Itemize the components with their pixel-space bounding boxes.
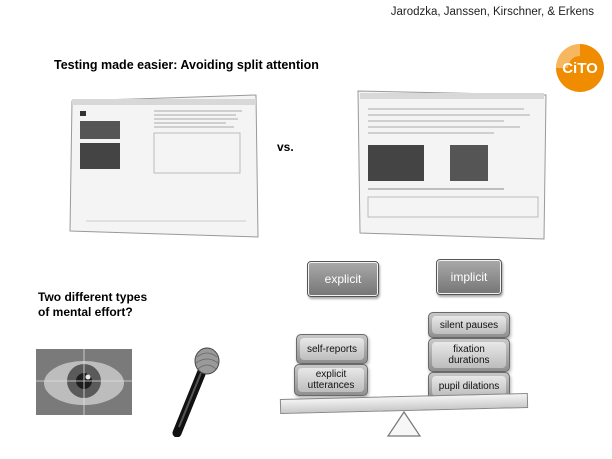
fixation-durations-box: fixation durations xyxy=(428,338,510,372)
implicit-category: implicit xyxy=(436,259,502,295)
explicit-category: explicit xyxy=(307,261,379,297)
logo-text: CiTO xyxy=(562,60,598,77)
mental-effort-question: Two different types of mental effort? xyxy=(38,290,147,320)
slide-title: Testing made easier: Avoiding split atte… xyxy=(54,58,319,72)
implicit-label: implicit xyxy=(437,260,501,294)
silent-pauses-box: silent pauses xyxy=(428,312,510,338)
eye-tracking-image xyxy=(36,349,132,415)
vs-label: vs. xyxy=(277,140,294,154)
self-reports-box: self-reports xyxy=(296,334,368,364)
balance-pivot-icon xyxy=(386,410,422,437)
question-line-1: Two different types xyxy=(38,290,148,304)
screenshot-split-layout xyxy=(69,94,259,238)
question-line-2: of mental effort? xyxy=(38,305,133,319)
explicit-utterances-line-2: utterances xyxy=(307,380,355,391)
fixation-durations-line-2: durations xyxy=(448,355,490,366)
fixation-durations-line-1: fixation xyxy=(453,344,485,355)
explicit-utterances-line-1: explicit xyxy=(315,369,347,380)
microphone-icon xyxy=(172,347,220,437)
cito-logo: CiTO xyxy=(556,44,604,92)
screenshot-integrated-layout xyxy=(357,90,547,240)
authors: Jarodzka, Janssen, Kirschner, & Erkens xyxy=(390,6,594,18)
explicit-label: explicit xyxy=(308,262,378,296)
explicit-utterances-box: explicit utterances xyxy=(294,364,368,396)
